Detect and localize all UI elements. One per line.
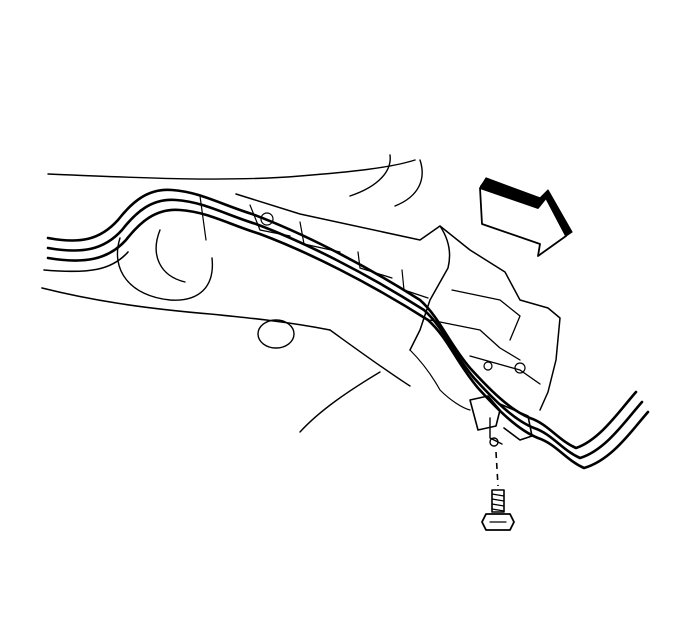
line-clip [469,395,533,447]
forward-arrow-icon [479,177,573,257]
leader-line [409,349,471,411]
lines-bundle [43,188,650,470]
access-hole [257,319,295,349]
underbody-panel [41,154,423,433]
install-path-dashed [495,451,499,487]
wheel-well [116,229,214,301]
bolt-icon [481,489,515,531]
